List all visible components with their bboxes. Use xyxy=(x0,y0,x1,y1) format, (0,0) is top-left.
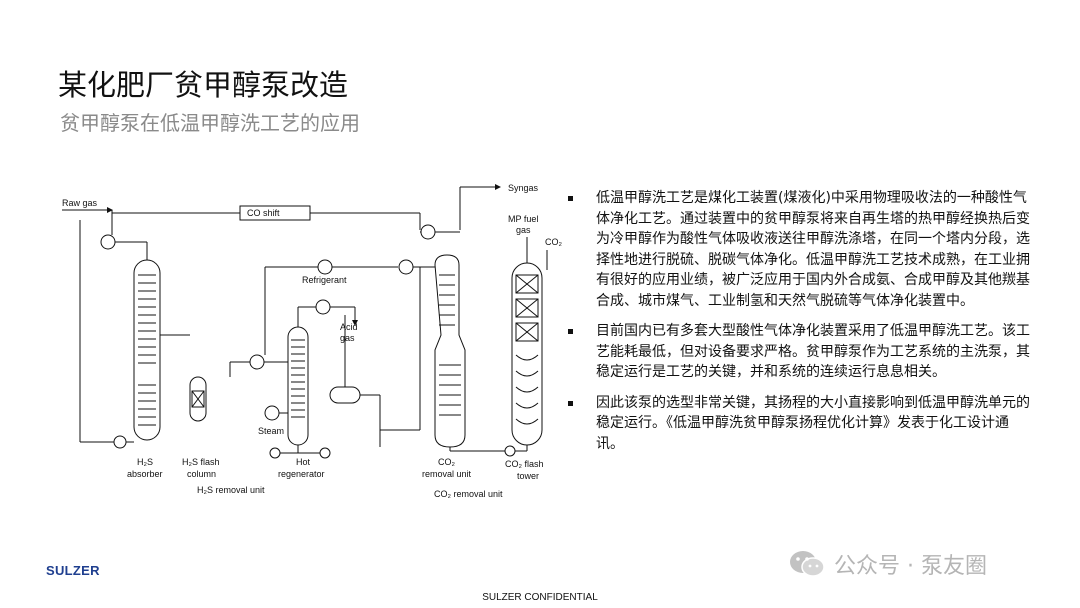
lean-methanol-exchanger xyxy=(398,259,414,275)
absorber-pump xyxy=(113,435,127,449)
label-syngas: Syngas xyxy=(508,183,539,193)
label-h2s-absorber-2: absorber xyxy=(127,469,163,479)
label-co2-removal: CO₂ xyxy=(438,457,456,467)
label-hot-regenerator-2: regenerator xyxy=(278,469,325,479)
bullet-item: 低温甲醇洗工艺是煤化工装置(煤液化)中采用物理吸收法的一种酸性气体净化工艺。通过… xyxy=(566,188,1036,311)
label-raw-gas: Raw gas xyxy=(62,198,98,208)
bullet-list: 低温甲醇洗工艺是煤化工装置(煤液化)中采用物理吸收法的一种酸性气体净化工艺。通过… xyxy=(566,188,1036,464)
refrigerant-exchanger xyxy=(317,259,333,275)
sulzer-logo: SULZER xyxy=(46,563,100,578)
watermark-text: 公众号 · 泵友圈 xyxy=(834,554,987,579)
co2-removal-column xyxy=(434,254,466,448)
label-hot-regenerator: Hot xyxy=(296,457,311,467)
label-acid-gas-2: gas xyxy=(340,333,355,343)
label-co2-removal-unit: CO₂ removal unit xyxy=(434,489,503,499)
h2s-absorber-column xyxy=(133,259,161,441)
page-subtitle: 贫甲醇泵在低温甲醇洗工艺的应用 xyxy=(60,111,360,135)
label-h2s-removal-unit: H₂S removal unit xyxy=(197,485,265,495)
label-steam: Steam xyxy=(258,426,284,436)
h2s-flash-column xyxy=(189,376,207,422)
regenerator-condenser xyxy=(315,299,331,315)
label-mp-fuel-gas-2: gas xyxy=(516,225,531,235)
label-refrigerant: Refrigerant xyxy=(302,275,347,285)
reflux-pump xyxy=(319,447,331,459)
label-co2-flash-2: tower xyxy=(517,471,539,481)
label-h2s-absorber: H₂S xyxy=(137,457,153,467)
heat-exchanger-regen xyxy=(249,354,265,370)
wechat-icon xyxy=(790,551,825,577)
label-h2s-flash: H₂S flash xyxy=(182,457,220,467)
absorber-trays xyxy=(138,274,156,426)
bullet-item: 目前国内已有多套大型酸性气体净化装置采用了低温甲醇洗工艺。该工艺能耗最低，但对设… xyxy=(566,321,1036,383)
hot-regenerator xyxy=(287,326,309,446)
label-co2-top: CO₂ xyxy=(545,237,563,247)
heat-exchanger-raw xyxy=(100,234,116,250)
confidential-footer: SULZER CONFIDENTIAL xyxy=(482,592,598,603)
page-title: 某化肥厂贫甲醇泵改造 xyxy=(58,68,349,102)
watermark: 公众号 · 泵友圈 xyxy=(788,548,987,580)
label-co2-flash: CO₂ flash xyxy=(505,459,544,469)
syngas-exchanger xyxy=(420,224,436,240)
process-flow-diagram: Raw gas CO shift Syngas MP fuel gas CO₂ … xyxy=(62,183,563,499)
label-h2s-flash-2: column xyxy=(187,469,216,479)
bullet-item: 因此该泵的选型非常关键，其扬程的大小直接影响到低温甲醇洗单元的稳定运行。《低温甲… xyxy=(566,393,1036,455)
flash-tower-packing xyxy=(515,274,539,425)
acid-gas-drum xyxy=(329,386,361,404)
steam-reboiler xyxy=(264,405,280,421)
regenerator-pump xyxy=(269,447,281,459)
label-co2-removal-2: removal unit xyxy=(422,469,472,479)
label-mp-fuel-gas: MP fuel xyxy=(508,214,538,224)
label-co-shift: CO shift xyxy=(247,208,280,218)
co2-pump xyxy=(504,445,516,457)
label-acid-gas: Acid xyxy=(340,322,358,332)
